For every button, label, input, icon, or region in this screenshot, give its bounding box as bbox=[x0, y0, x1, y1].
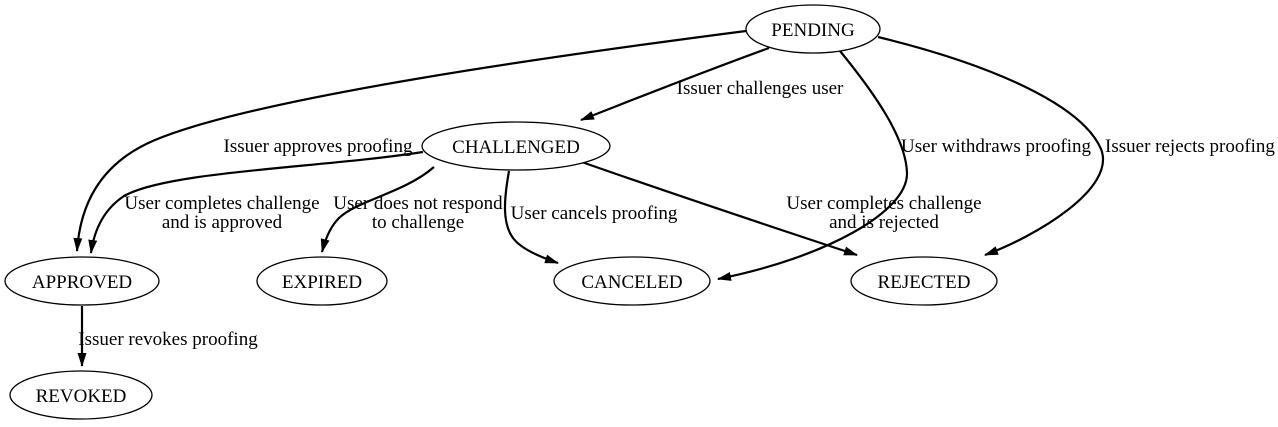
expired-label: EXPIRED bbox=[282, 272, 362, 293]
edge-label-issuer-rejects-proofing: Issuer rejects proofing bbox=[1105, 136, 1275, 157]
edge-challenged-rejected bbox=[575, 158, 858, 257]
edge-group bbox=[73, 29, 1105, 367]
edge-label-completes-challenge-approved-line2: and is approved bbox=[162, 212, 283, 233]
edge-label-does-not-respond-line1: User does not respond bbox=[333, 193, 503, 214]
approved-ellipse bbox=[4, 256, 160, 306]
state-node-expired: EXPIRED bbox=[256, 256, 388, 306]
edge-pending-rejected bbox=[877, 35, 1105, 257]
edge-label-completes-challenge-approved-line1: User completes challenge bbox=[124, 193, 319, 214]
state-node-revoked: REVOKED bbox=[9, 370, 153, 420]
state-node-rejected: REJECTED bbox=[850, 256, 998, 306]
edge-challenged-canceled bbox=[503, 170, 559, 265]
pending-label: PENDING bbox=[771, 20, 855, 41]
state-node-challenged: CHALLENGED bbox=[421, 121, 611, 171]
edge-label-issuer-approves-proofing: Issuer approves proofing bbox=[224, 136, 413, 157]
edge-label-completes-challenge-rejected-line2: and is rejected bbox=[829, 212, 939, 233]
state-node-canceled: CANCELED bbox=[553, 256, 711, 306]
state-node-approved: APPROVED bbox=[4, 256, 160, 306]
canceled-ellipse bbox=[553, 256, 711, 306]
edge-label-does-not-respond-line2: to challenge bbox=[372, 212, 464, 233]
edge-pending-canceled bbox=[717, 50, 909, 281]
rejected-label: REJECTED bbox=[878, 272, 971, 293]
edge-challenged-approved bbox=[88, 150, 424, 254]
expired-ellipse bbox=[256, 256, 388, 306]
pending-ellipse bbox=[745, 4, 881, 54]
edge-pending-challenged bbox=[580, 46, 770, 122]
edge-label-group: Issuer challenges user Issuer approves p… bbox=[78, 78, 1275, 350]
edge-label-issuer-revokes-proofing: Issuer revokes proofing bbox=[78, 329, 258, 350]
approved-label: APPROVED bbox=[32, 272, 132, 293]
challenged-label: CHALLENGED bbox=[452, 137, 580, 158]
revoked-label: REVOKED bbox=[36, 386, 127, 407]
state-node-pending: PENDING bbox=[745, 4, 881, 54]
challenged-ellipse bbox=[421, 121, 611, 171]
edge-challenged-expired bbox=[320, 166, 435, 253]
rejected-ellipse bbox=[850, 256, 998, 306]
node-group: PENDING CHALLENGED APPROVED EXPIRED CANC… bbox=[4, 4, 998, 420]
edge-label-issuer-challenges-user: Issuer challenges user bbox=[677, 78, 844, 99]
edge-pending-approved bbox=[73, 29, 747, 252]
revoked-ellipse bbox=[9, 370, 153, 420]
edge-label-user-cancels-proofing: User cancels proofing bbox=[511, 203, 678, 224]
edge-label-user-withdraws-proofing: User withdraws proofing bbox=[901, 136, 1091, 157]
canceled-label: CANCELED bbox=[581, 272, 682, 293]
edge-label-completes-challenge-rejected-line1: User completes challenge bbox=[786, 193, 981, 214]
